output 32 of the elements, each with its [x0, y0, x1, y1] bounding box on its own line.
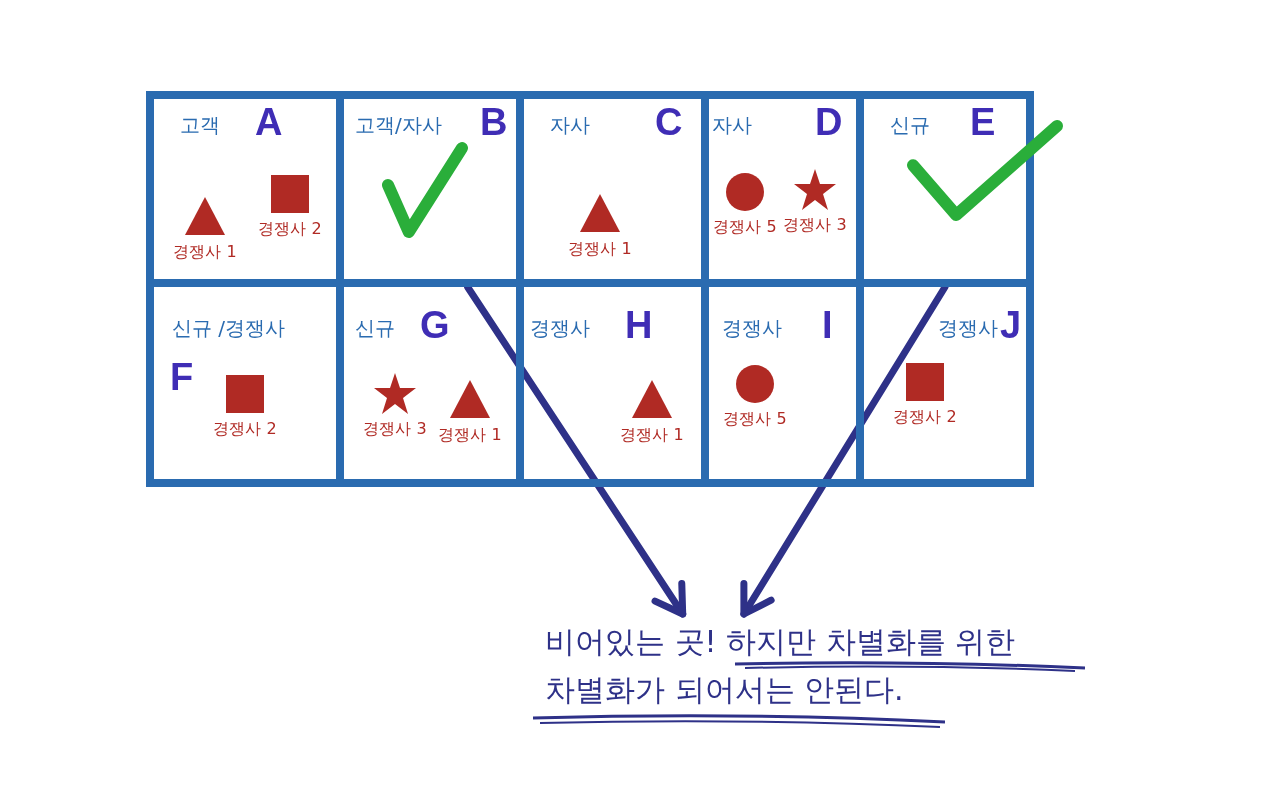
cell-heading: 경쟁사: [722, 318, 782, 338]
cell-heading: 고객: [180, 115, 220, 135]
cell-heading: 신규: [355, 318, 395, 338]
cell-heading: 고객/자사: [355, 115, 442, 135]
competitor-label: 경쟁사 1: [620, 426, 684, 444]
cell-letter: F: [170, 358, 194, 396]
cell-heading: 신규 /경쟁사: [172, 318, 286, 338]
competitor-label: 경쟁사 1: [438, 426, 502, 444]
cell-letter: D: [815, 103, 843, 141]
cell-letter: C: [655, 103, 683, 141]
cell-letter: I: [822, 306, 833, 344]
competitor-label: 경쟁사 2: [258, 220, 322, 238]
cell-heading: 자사: [550, 115, 590, 135]
cell-heading: 자사: [712, 115, 752, 135]
competitor-label: 경쟁사 1: [173, 243, 237, 261]
competitor-label: 경쟁사 1: [568, 240, 632, 258]
cell-heading: 신규: [890, 115, 930, 135]
cell-letter: E: [970, 103, 996, 141]
cell-letter: H: [625, 306, 653, 344]
cell-letter: A: [255, 103, 283, 141]
competitor-label: 경쟁사 2: [213, 420, 277, 438]
competitor-label: 경쟁사 3: [363, 420, 427, 438]
cell-letter: B: [480, 103, 508, 141]
cell-heading: 경쟁사: [530, 318, 590, 338]
cell-heading: 경쟁사: [938, 318, 998, 338]
handwritten-note: 비어있는 곳! 하지만 차별화를 위한 차별화가 되어서는 안된다.: [545, 618, 1055, 714]
cell-letter: G: [420, 306, 450, 344]
cell-letter: J: [1000, 306, 1022, 344]
competitor-label: 경쟁사 5: [723, 410, 787, 428]
competitor-label: 경쟁사 3: [783, 216, 847, 234]
competitor-label: 경쟁사 2: [893, 408, 957, 426]
competitor-label: 경쟁사 5: [713, 218, 777, 236]
